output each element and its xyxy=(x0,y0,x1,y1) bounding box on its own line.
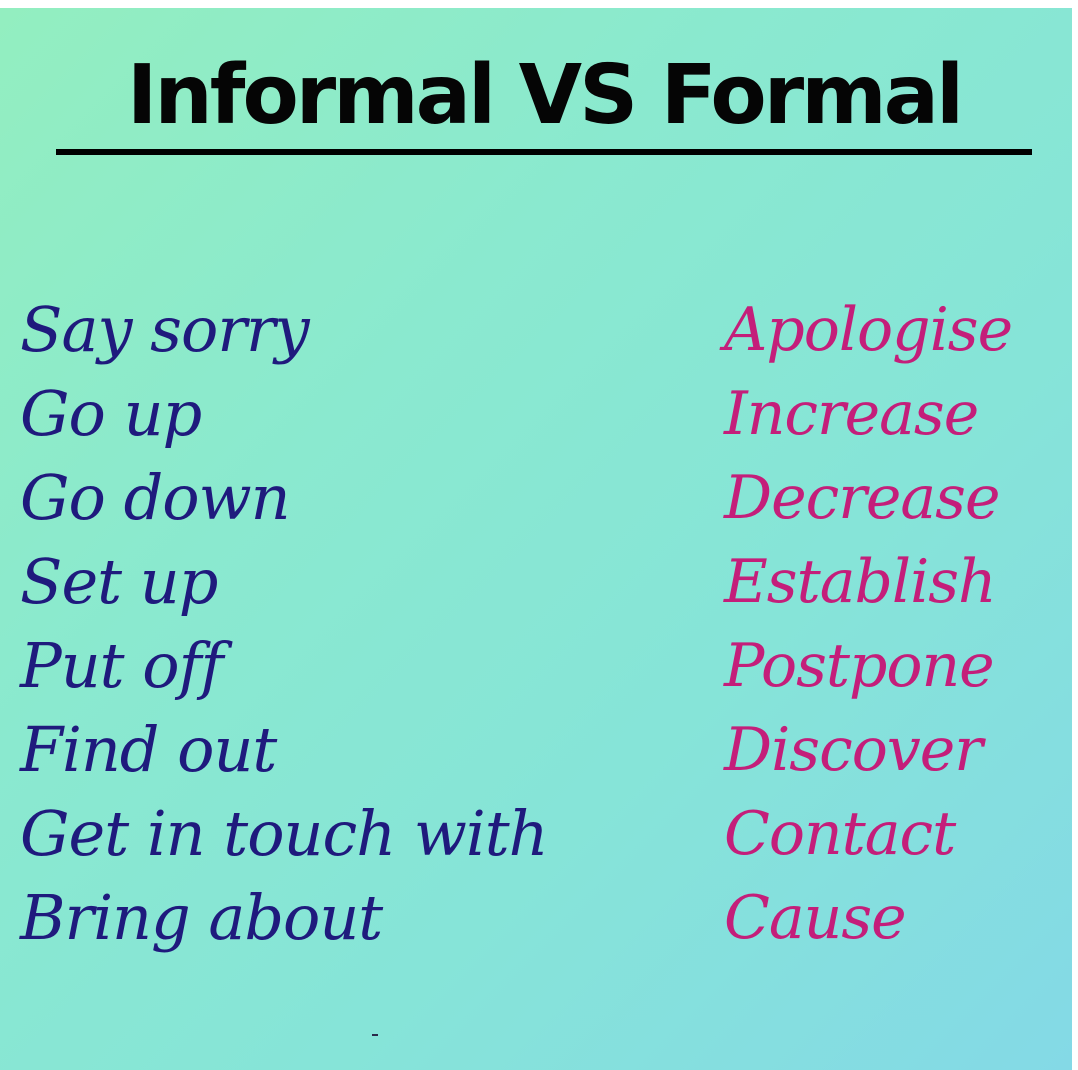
informal-item: Bring about xyxy=(20,881,383,954)
informal-list: Say sorry Go up Go down Set up Put off F… xyxy=(20,288,680,960)
informal-item: Find out xyxy=(20,713,277,786)
formal-item: Contact xyxy=(724,799,956,869)
formal-item: Cause xyxy=(724,883,907,953)
formal-item: Establish xyxy=(724,547,997,617)
formal-item: Increase xyxy=(724,379,979,449)
formal-list: Apologise Increase Decrease Establish Po… xyxy=(724,288,1064,960)
informal-item: Set up xyxy=(20,545,218,618)
informal-item: Say sorry xyxy=(20,293,310,366)
informal-item: Put off xyxy=(20,629,224,702)
informal-item: Get in touch with xyxy=(20,797,549,870)
title-underline xyxy=(56,149,1032,155)
formal-item: Discover xyxy=(724,715,983,785)
informal-item: Go up xyxy=(20,377,202,450)
informal-item: Go down xyxy=(20,461,291,534)
decorative-mark xyxy=(372,1034,378,1036)
page-title: Informal VS Formal xyxy=(126,48,964,143)
formal-item: Decrease xyxy=(724,463,1000,533)
formal-item: Postpone xyxy=(724,631,995,701)
formal-item: Apologise xyxy=(724,295,1013,365)
poster-card: Informal VS Formal Say sorry Go up Go do… xyxy=(0,8,1072,1070)
title-block: Informal VS Formal xyxy=(56,46,1032,156)
